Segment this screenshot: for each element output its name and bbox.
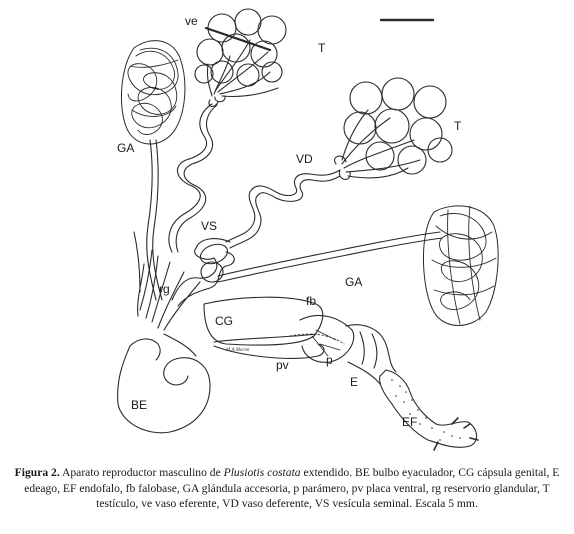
label-glandular-reservoir: rg: [159, 282, 170, 296]
label-genital-capsule: CG: [215, 314, 233, 328]
caption-text-after: extendido. BE bulbo eyaculador, CG cápsu…: [24, 466, 560, 511]
seminal-vesicle: [171, 238, 235, 307]
label-accessory-gland-right: GA: [345, 275, 362, 289]
label-ventral-plate: pv: [276, 358, 289, 372]
label-phallobase: fb: [306, 294, 316, 308]
ejaculatory-bulb: [117, 345, 211, 434]
aedeagus: [345, 324, 397, 373]
endophallus: [379, 369, 478, 448]
ventral-plate: [213, 343, 325, 359]
artist-signature: M.A.Morón: [225, 348, 250, 353]
label-ejaculatory-bulb: BE: [131, 398, 147, 412]
caption-text-before: Aparato reproductor masculino de: [59, 466, 224, 479]
label-aedeagus: E: [350, 375, 358, 389]
vas-deferens-left: [168, 103, 213, 253]
efferent-duct-pointer: [204, 26, 272, 52]
label-testis-right: T: [454, 119, 462, 133]
accessory-gland-left: [121, 40, 186, 301]
label-paramere: p: [326, 353, 333, 367]
caption-species: Plusiotis costata: [223, 466, 301, 479]
label-testis-top: T: [318, 41, 326, 55]
glandular-reservoir: [139, 249, 201, 331]
caption-label: Figura 2.: [14, 466, 60, 479]
label-ve: ve: [185, 14, 198, 28]
label-vas-deferens: VD: [296, 152, 313, 166]
figure-caption: Figura 2. Aparato reproductor masculino …: [6, 465, 568, 512]
label-accessory-gland-left: GA: [117, 141, 134, 155]
accessory-gland-right: [422, 205, 499, 326]
label-seminal-vesicle: VS: [201, 219, 217, 233]
label-endophallus: EF: [402, 415, 417, 429]
testis-right: [334, 77, 453, 180]
vas-deferens-right: [225, 169, 341, 243]
phallobase: [299, 315, 355, 363]
reproductive-system-figure: ve T GA T VD VS GA rg fb CG pv p E BE EF…: [117, 8, 499, 451]
testis-top: [194, 8, 287, 108]
